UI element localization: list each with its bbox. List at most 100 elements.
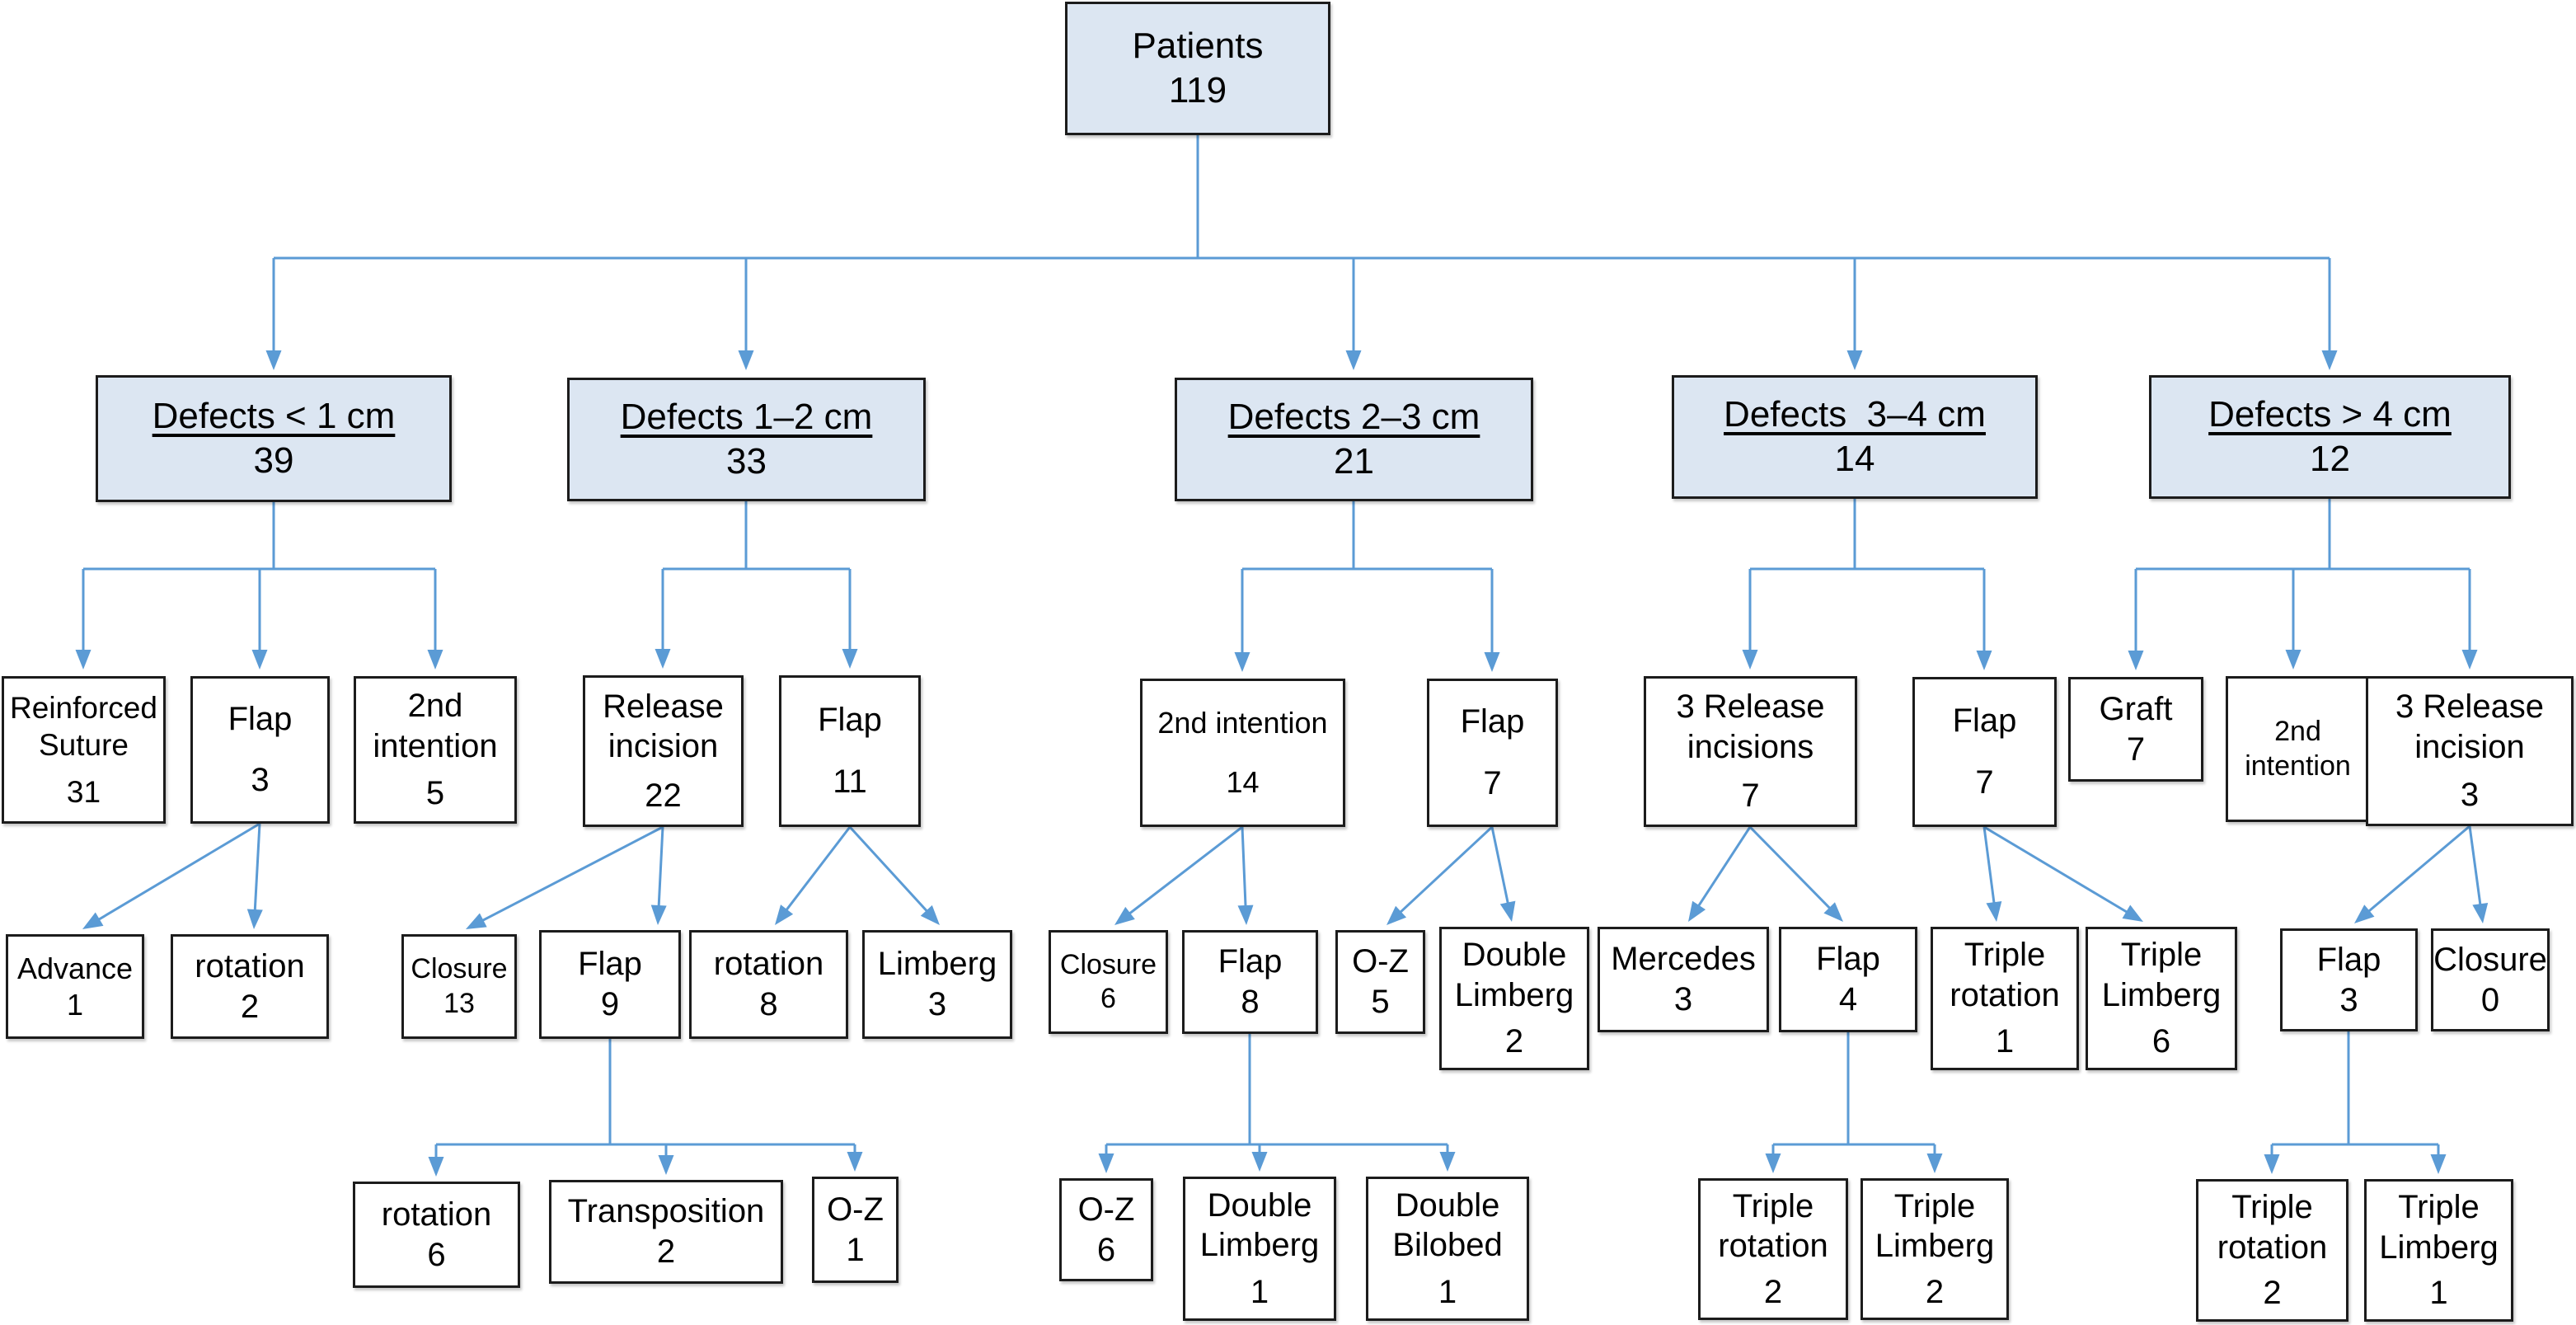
node-flap-4-label: Flap	[1816, 941, 1880, 978]
node-triple-limberg-2-value: 2	[1925, 1273, 1945, 1310]
node-second-intention-23-value: 14	[1226, 765, 1260, 800]
node-graft-value: 7	[2126, 731, 2146, 768]
node-three-release-incisions: 3 Release incisions 7	[1644, 676, 1857, 827]
node-flap-23-label: Flap	[1460, 703, 1525, 740]
node-graft: Graft 7	[2068, 677, 2203, 782]
node-flap-4-value: 4	[1838, 981, 1858, 1017]
node-triple-rotation-2a-value: 2	[1763, 1273, 1783, 1310]
node-flap-9-label: Flap	[578, 946, 642, 983]
node-closure-6-value: 6	[1100, 983, 1116, 1014]
node-flap-12-label: Flap	[818, 701, 882, 738]
node-triple-rotation-2b-value: 2	[2263, 1275, 2282, 1312]
node-triple-rotation-2b: Triple rotation 2	[2196, 1179, 2348, 1322]
node-closure-13-value: 13	[443, 987, 475, 1019]
node-double-bilobed-1-label: Double Bilobed	[1392, 1186, 1509, 1264]
node-closure-0-value: 0	[2480, 981, 2500, 1018]
node-triple-limberg-1-label: Triple Limberg	[2379, 1188, 2499, 1266]
node-closure-0-label: Closure	[2433, 941, 2547, 978]
node-reinforced-suture-value: 31	[66, 775, 101, 810]
node-triple-rotation-2a-label: Triple rotation	[1718, 1187, 1828, 1265]
node-rotation-lt1: rotation 2	[171, 934, 329, 1039]
node-d2-label: Defects 1–2 cm	[620, 397, 873, 438]
node-double-limberg-1-label: Double Limberg	[1199, 1186, 1321, 1264]
node-rotation-6-value: 6	[427, 1236, 446, 1273]
node-flap-8-label: Flap	[1218, 943, 1283, 980]
node-double-bilobed-1-value: 1	[1438, 1273, 1457, 1310]
node-release-incision-label: Release incision	[603, 688, 733, 765]
node-reinforced-suture: Reinforced Suture 31	[2, 676, 166, 824]
node-graft-label: Graft	[2099, 690, 2173, 727]
node-flap-23-value: 7	[1483, 764, 1502, 801]
node-oz-1-value: 1	[846, 1231, 865, 1268]
node-double-bilobed-1: Double Bilobed 1	[1366, 1177, 1529, 1321]
node-double-limberg-2: Double Limberg 2	[1439, 927, 1589, 1070]
node-advance-value: 1	[66, 987, 84, 1022]
node-d2-value: 33	[726, 441, 767, 482]
node-double-limberg-1: Double Limberg 1	[1183, 1177, 1336, 1321]
node-closure-6-label: Closure	[1059, 948, 1157, 980]
node-three-release-incisions-value: 7	[1741, 778, 1760, 814]
node-three-release-incision-gt4-value: 3	[2460, 777, 2480, 814]
node-triple-limberg-6-label: Triple Limberg	[2101, 937, 2222, 1013]
node-three-release-incision-gt4-label: 3 Release incision	[2395, 688, 2554, 765]
node-flap-lt1-value: 3	[251, 762, 270, 799]
node-double-limberg-2-label: Double Limberg	[1454, 937, 1576, 1013]
node-oz-6-label: O-Z	[1077, 1191, 1135, 1228]
node-triple-rotation-2b-label: Triple rotation	[2217, 1188, 2328, 1266]
node-second-intention-gt4: 2nd intention	[2226, 676, 2370, 822]
node-d1-value: 39	[253, 440, 294, 481]
node-triple-limberg-2-label: Triple Limberg	[1875, 1187, 1995, 1265]
node-flap-9-value: 9	[600, 986, 620, 1022]
node-triple-limberg-6-value: 6	[2151, 1023, 2171, 1060]
node-patients-value: 119	[1168, 70, 1227, 110]
node-patients-label: Patients	[1132, 26, 1264, 67]
node-double-limberg-1-value: 1	[1250, 1273, 1269, 1310]
node-flap-3-gt4-value: 3	[2339, 981, 2358, 1018]
node-three-release-incision-gt4: 3 Release incision 3	[2366, 676, 2574, 826]
node-oz-5-label: O-Z	[1352, 943, 1409, 980]
node-second-intention-23-label: 2nd intention	[1157, 705, 1328, 740]
node-flap-3-gt4-label: Flap	[2316, 941, 2381, 978]
node-rotation-8-label: rotation	[713, 946, 824, 983]
node-triple-limberg-2: Triple Limberg 2	[1860, 1178, 2009, 1320]
node-three-release-incisions-label: 3 Release incisions	[1676, 688, 1834, 765]
node-d3-value: 21	[1334, 441, 1374, 482]
node-d5-value: 12	[2310, 439, 2350, 479]
node-d4-label: Defects 3–4 cm	[1724, 394, 1986, 435]
node-oz-6-value: 6	[1096, 1231, 1116, 1268]
node-rotation-lt1-label: rotation	[195, 947, 305, 984]
node-oz-1-label: O-Z	[827, 1191, 884, 1228]
node-limberg-3-value: 3	[927, 986, 947, 1022]
node-flap-34-label: Flap	[1952, 702, 2017, 740]
node-rotation-8-value: 8	[759, 986, 778, 1022]
node-second-intention-lt1-label: 2nd intention	[373, 687, 498, 764]
node-flap-23: Flap 7	[1427, 679, 1558, 827]
node-double-limberg-2-value: 2	[1504, 1023, 1524, 1060]
node-rotation-lt1-value: 2	[240, 988, 260, 1025]
node-flap-lt1-label: Flap	[228, 701, 293, 738]
node-triple-rotation-1-label: Triple rotation	[1950, 937, 2060, 1013]
node-reinforced-suture-label: Reinforced Suture	[10, 690, 167, 762]
